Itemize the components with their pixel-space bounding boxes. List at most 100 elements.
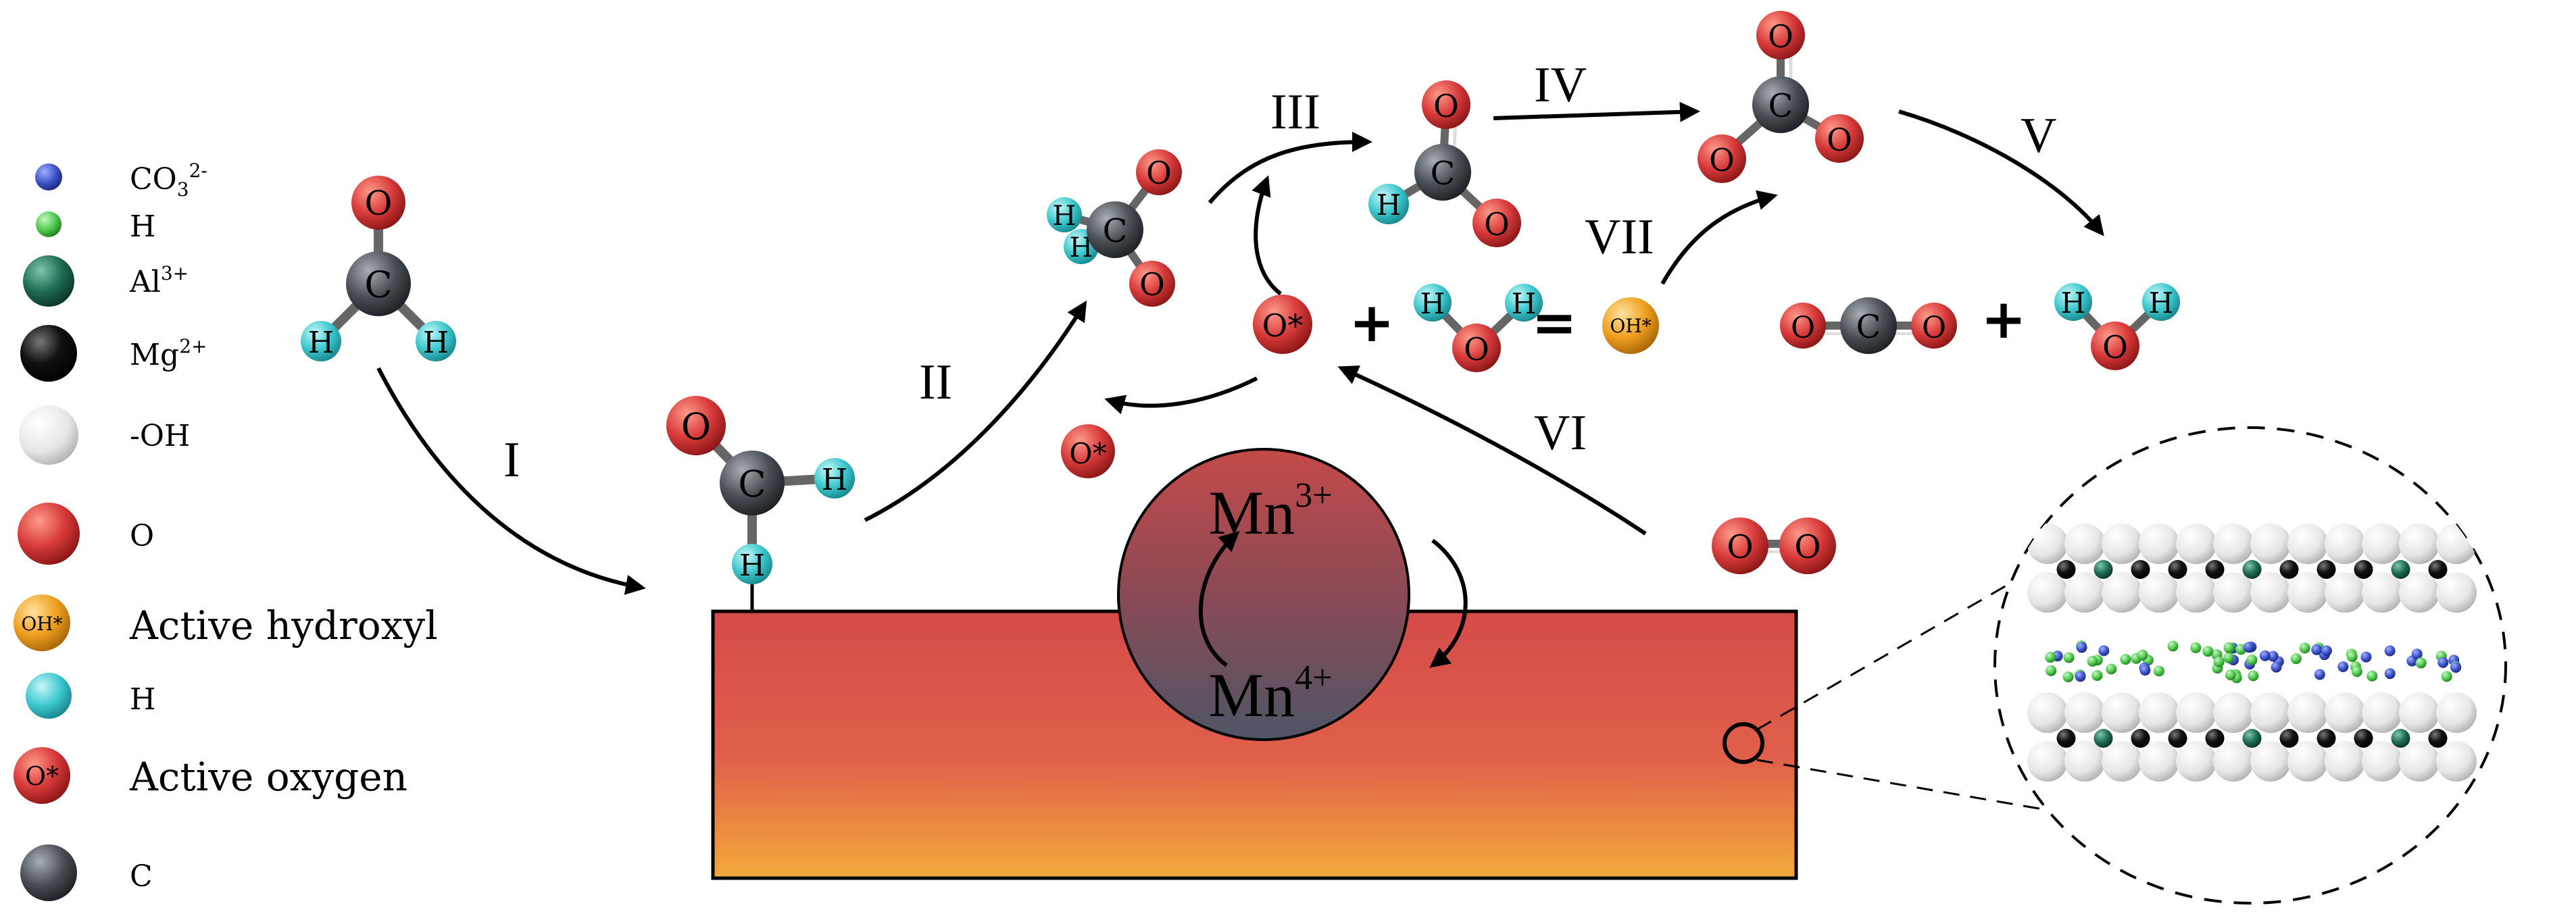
carbon-dioxide-molecule: O C O <box>1780 297 1957 354</box>
step-iv-label: IV <box>1534 57 1587 113</box>
al-cation <box>2094 729 2113 748</box>
water-molecule-dot <box>2225 669 2236 681</box>
hydroxyl-sphere <box>2139 741 2179 782</box>
legend-active-oxygen-label: Active oxygen <box>129 754 407 800</box>
carbon-atom <box>1414 144 1471 201</box>
oxygen-atom <box>1136 149 1182 195</box>
hydroxyl-sphere <box>2325 572 2365 613</box>
legend-al-label: Al3+ <box>129 262 189 299</box>
hydroxyl-sphere <box>2399 692 2439 733</box>
step-i-label: I <box>503 432 520 488</box>
hydroxyl-sphere <box>2362 524 2402 564</box>
oxygen-atom <box>666 396 726 455</box>
hydroxyl-sphere <box>2176 572 2216 613</box>
magnifier-spot <box>1723 722 1764 764</box>
water-molecule-dot <box>2120 653 2131 665</box>
mg-cation <box>2056 729 2076 748</box>
mg-cation <box>2354 560 2373 579</box>
legend-co3-label: CO32- <box>130 159 207 201</box>
svg-text:C: C <box>1768 87 1793 125</box>
hydroxyl-sphere <box>2287 524 2328 564</box>
carbon-atom <box>346 251 411 316</box>
water-molecule-dot <box>2248 670 2259 682</box>
carbonate-ion <box>2360 651 2372 663</box>
hydroxyl-sphere <box>2362 572 2402 613</box>
mn-redox-sphere <box>1117 448 1410 741</box>
legend: CO32- H2 Al3+ Mg2+ -OH O OH* Active hydr… <box>14 159 438 901</box>
mg-cation <box>2131 729 2150 748</box>
legend-hydroxyl-label: -OH <box>130 419 190 453</box>
step-vii-arrow <box>1660 190 1778 285</box>
oxygen-atom <box>1472 199 1521 247</box>
hydroxyl-sphere <box>2213 524 2254 564</box>
water-molecule-dot <box>2190 642 2202 653</box>
hydroxyl-sphere <box>2250 524 2291 564</box>
al-cation <box>2242 729 2262 748</box>
hydroxyl-sphere <box>2176 692 2216 733</box>
carbonate-ion <box>2411 648 2423 660</box>
oxygen-atom <box>1780 303 1826 349</box>
oxygen-atom <box>351 176 405 230</box>
al-cation <box>2391 560 2410 579</box>
mg-cation <box>2205 729 2225 748</box>
oxygen-atom <box>1815 114 1864 163</box>
hydroxyl-sphere <box>2027 692 2068 733</box>
mg-cation <box>2168 560 2187 579</box>
svg-text:O: O <box>1827 122 1852 158</box>
carbonate-ion <box>2271 661 2282 673</box>
water-molecule-dot <box>2246 654 2258 665</box>
plus-sign: + <box>1981 288 2026 351</box>
active-oxygen-atom <box>1253 295 1312 354</box>
legend-oxygen-label: O <box>130 519 154 553</box>
hydroxyl-sphere <box>2027 524 2068 564</box>
hydroxyl-sphere <box>2436 692 2477 733</box>
al-cation <box>2094 560 2113 579</box>
hydroxyl-sphere <box>2436 572 2477 613</box>
carbon-atom <box>720 451 785 515</box>
step-iii-label: III <box>1270 84 1320 140</box>
water-molecule-dot <box>2091 669 2103 681</box>
hydrogen-atom <box>2054 283 2092 321</box>
water-molecule-dot <box>2441 671 2452 682</box>
step-ii-label: II <box>919 355 952 410</box>
legend-carbon-icon <box>20 844 77 901</box>
hydroxyl-sphere <box>2325 524 2365 564</box>
mg-cation <box>2428 729 2448 748</box>
carbonate-ion <box>2098 645 2110 657</box>
carbon-atom <box>1087 201 1143 258</box>
water-molecule-dot <box>2063 652 2075 663</box>
svg-text:O: O <box>1464 331 1489 367</box>
carbon-atom <box>1840 297 1897 354</box>
carbonate-ion <box>2139 665 2151 676</box>
carbonate-molecule: O C O O <box>1698 11 1864 183</box>
mg-cation <box>2056 560 2076 579</box>
hydroxyl-sphere <box>2287 741 2328 782</box>
svg-text:O: O <box>365 184 393 223</box>
svg-text:H: H <box>308 326 334 360</box>
carbonate-ion <box>2314 669 2325 680</box>
adsorbed-formaldehyde: O C H H <box>666 396 855 611</box>
carbonate-ion <box>2311 644 2323 655</box>
step-iv-arrow <box>1493 101 1700 122</box>
svg-text:H: H <box>1377 188 1402 222</box>
step-vii-label: VII <box>1585 209 1654 265</box>
svg-text:O: O <box>1727 528 1753 566</box>
svg-text:C: C <box>738 463 766 505</box>
svg-text:O: O <box>1791 311 1815 345</box>
hydroxyl-sphere <box>2436 741 2477 782</box>
svg-text:O: O <box>1484 206 1510 243</box>
hydrogen-atom <box>1368 184 1409 224</box>
legend-active-oxygen-symbol: O* <box>25 761 59 791</box>
carbonate-ion <box>2337 661 2349 672</box>
plus-sign: + <box>1349 291 1394 354</box>
oxygen-atom <box>1129 261 1175 307</box>
step-vi-label: VI <box>1534 405 1587 461</box>
svg-text:O: O <box>1922 311 1946 345</box>
ldh-lattice <box>2027 524 2477 782</box>
svg-text:H: H <box>739 549 765 583</box>
active-hydroxyl-atom <box>1602 297 1659 354</box>
mg-cation <box>2279 729 2299 748</box>
formaldehyde-molecule: O C H H <box>301 176 456 361</box>
water-molecule-dot <box>2202 646 2214 657</box>
step-vi-arrow <box>1337 365 1647 536</box>
